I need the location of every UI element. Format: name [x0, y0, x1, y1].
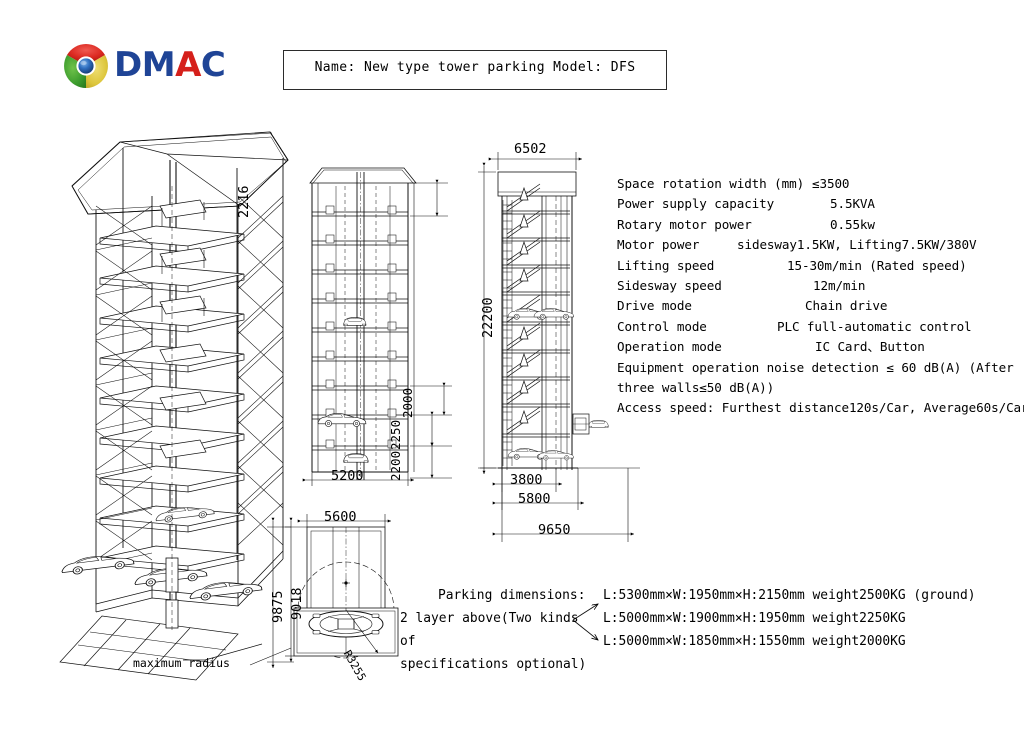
front-pallet-levels	[312, 205, 408, 473]
dim-side-3800: 3800	[510, 472, 543, 488]
parking-dimension-branch-arrows	[572, 604, 598, 640]
side-ladder	[502, 200, 513, 466]
dim-side-5800: 5800	[518, 491, 551, 507]
drawing-title-box: Name: New type tower parking Model: DFS	[283, 50, 667, 90]
maximum-radius-leader	[183, 643, 263, 661]
iso-lift-carriage	[159, 199, 207, 459]
spec-row: Lifting speed 15-30m/min (Rated speed)	[617, 256, 1002, 276]
spec-row: Sidesway speed 12m/min	[617, 276, 1002, 296]
iso-bracing-right	[237, 195, 284, 546]
spec-noise-line-1: Equipment operation noise detection ≤ 60…	[617, 359, 1014, 375]
spec-value: IC Card、Button	[815, 339, 925, 355]
spec-key: Operation mode	[617, 339, 722, 355]
dim-side-6502: 6502	[514, 141, 547, 157]
dim-front-2000: 2000	[400, 387, 415, 418]
parking-dimensions-line2: 2 layer above(Two kinds of	[400, 611, 579, 649]
drawing-title-text: Name: New type tower parking Model: DFS	[314, 60, 636, 75]
spec-value: 15-30m/min (Rated speed)	[787, 257, 967, 273]
spec-row: Operation mode IC Card、Button	[617, 337, 1002, 357]
spec-value: Chain drive	[805, 298, 888, 314]
spec-row: Space rotation width (mm) ≤3500	[617, 174, 1002, 194]
brand-logo: DMAC	[62, 40, 292, 94]
brand-wordmark-a: A	[175, 45, 201, 85]
spec-row: Control mode PLC full-automatic control	[617, 317, 1002, 337]
side-pallet-levels	[498, 183, 578, 469]
dim-front-2200: 2200	[388, 450, 403, 481]
dim-plan-9018: 9018	[289, 587, 305, 620]
spec-value: 12m/min	[813, 277, 866, 293]
chrome-circle-logo-icon	[62, 42, 110, 90]
parking-dimensions-label-block: Parking dimensions: 2 layer above(Two ki…	[400, 584, 600, 676]
spec-noise-line-2: three walls≤50 dB(A))	[617, 379, 775, 395]
parking-option-2: L:5000mm×W:1900mm×H:1950mm weight2250KG	[603, 611, 906, 626]
side-elevation-view	[497, 171, 609, 470]
spec-row: Power supply capacity 5.5KVA	[617, 194, 1002, 214]
spec-value: 0.55kw	[830, 216, 875, 232]
spec-key: Motor power	[617, 237, 700, 253]
parking-dimensions-options: L:5300mm×W:1950mm×H:2150mm weight2500KG …	[603, 584, 1003, 653]
side-exit-mechanism	[572, 413, 590, 435]
parking-dimensions-line3: specifications optional)	[400, 657, 587, 672]
spec-key: Lifting speed	[617, 257, 715, 273]
spec-key: Drive mode	[617, 298, 692, 314]
front-view-dimensions	[302, 179, 452, 486]
spec-access-speed: Access speed: Furthest distance120s/Car,…	[617, 400, 1024, 416]
dim-plan-9875: 9875	[270, 590, 286, 623]
parking-option-3: L:5000mm×W:1850mm×H:1550mm weight2000KG	[603, 634, 906, 649]
spec-value: ≤3500	[812, 176, 850, 191]
specifications-list: Space rotation width (mm) ≤3500 Power su…	[617, 174, 1024, 419]
isometric-tower-view	[59, 131, 289, 681]
spec-key: Sidesway speed	[617, 277, 722, 293]
brand-wordmark: DMAC	[114, 45, 226, 85]
spec-value: sidesway1.5KW, Lifting7.5KW/380V	[737, 237, 977, 253]
front-elevation-view	[309, 167, 417, 480]
spec-key: Power supply capacity	[617, 196, 775, 212]
spec-row: Drive mode Chain drive	[617, 296, 1002, 316]
iso-ground-ramp	[59, 615, 239, 681]
brand-wordmark-c: C	[200, 45, 226, 85]
plan-view-dimensions	[249, 514, 391, 668]
spec-key: Control mode	[617, 318, 707, 334]
dim-front-2250: 2250	[388, 419, 403, 450]
dim-side-9650: 9650	[538, 522, 571, 538]
dim-front-5200: 5200	[331, 468, 364, 484]
dim-side-22200: 22200	[480, 297, 496, 338]
parking-dimensions-heading: Parking dimensions:	[438, 588, 586, 603]
spec-row: Motor power sidesway1.5KW, Lifting7.5KW/…	[617, 235, 1002, 255]
brand-wordmark-dm: DM	[114, 45, 176, 85]
parking-option-1: L:5300mm×W:1950mm×H:2150mm weight2500KG …	[603, 588, 976, 603]
plan-view	[293, 526, 399, 659]
iso-roof	[71, 131, 289, 215]
spec-value: 5.5KVA	[830, 196, 875, 212]
spec-key: Rotary motor power	[617, 216, 752, 232]
spec-key: Space rotation width (mm)	[617, 176, 805, 191]
dim-front-2216: 2216	[236, 185, 252, 218]
dim-plan-5600: 5600	[324, 509, 357, 525]
side-view-dimensions	[478, 152, 640, 542]
iso-mast-detail	[165, 186, 179, 630]
iso-bracing-left	[95, 205, 153, 566]
spec-row: Rotary motor power 0.55kw	[617, 215, 1002, 235]
spec-value: PLC full-automatic control	[777, 318, 972, 334]
maximum-radius-label: maximum radius	[133, 656, 230, 670]
